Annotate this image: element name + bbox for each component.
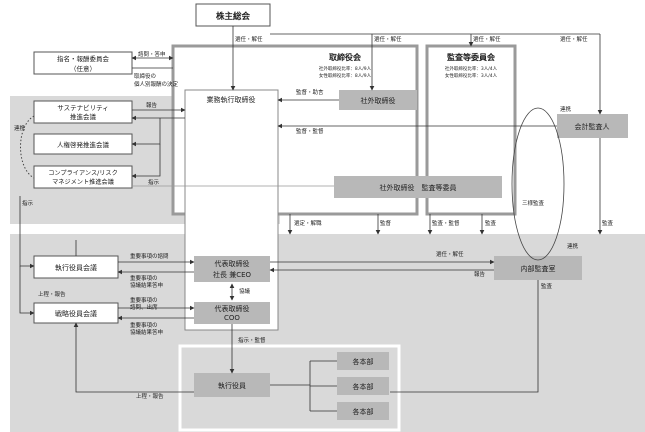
board-title: 取締役会: [329, 52, 361, 62]
sanyou-audit-ellipse: [511, 107, 565, 261]
label-report-up2: 上程・報告: [136, 392, 164, 400]
dept-box-3: [337, 402, 389, 420]
label-report-2: 報告: [474, 270, 486, 278]
coo-label-2: COO: [224, 314, 240, 322]
dept-label-2: 各本部: [353, 382, 374, 391]
edge-exec-comp: [131, 144, 161, 179]
ceo-label-1: 代表取締役: [215, 259, 250, 268]
accounting-auditor-box: [557, 114, 628, 138]
edge-left-down2: [19, 266, 35, 316]
dept-label-1: 各本部: [353, 357, 374, 366]
accounting-auditor-label: 会計監査人: [575, 122, 610, 131]
label-report-1: 報告: [146, 101, 158, 109]
label-important-result2-2: 協議結果答申: [130, 328, 163, 336]
ceo-box: [194, 256, 270, 282]
label-elect-2: 選任・解任: [374, 35, 402, 43]
audit-committee-title: 監査等委員会: [447, 52, 495, 62]
internal-audit-label: 内部監査室: [521, 264, 556, 273]
coo-label-1: 代表取締役: [215, 304, 250, 313]
nomination-box: [33, 51, 133, 75]
compliance-label-1: コンプライアンス/リスク: [48, 170, 118, 177]
label-supervise-advise: 監督・助言: [296, 88, 324, 96]
strategy-meeting-label: 戦略役員会議: [55, 309, 97, 318]
label-candidates-1: 取締役の: [134, 72, 156, 80]
exec-officers-meeting-label: 執行役員会議: [55, 263, 97, 272]
sustainability-label-1: サステナビリティ: [57, 103, 108, 112]
connector-lines: [19, 26, 603, 412]
shareholders-label: 株主総会: [216, 11, 251, 22]
label-instruct-supervise: 指示・監督: [238, 336, 266, 344]
label-important-result-1: 重要事項の: [130, 274, 158, 282]
label-audit-4: 監査: [541, 282, 553, 290]
label-audit-2: 監査: [485, 219, 497, 227]
label-important-result-2: 協議結果答申: [130, 281, 163, 289]
label-important-result2-1: 重要事項の: [130, 321, 158, 329]
business-exec-director-label: 業務執行取締役: [207, 95, 256, 104]
label-elect-4: 選任・解任: [560, 35, 588, 43]
label-report-up: 上程・報告: [38, 290, 66, 298]
business-exec-director-box: [184, 89, 279, 331]
label-important-consult: 重要事項の諮問: [130, 252, 169, 260]
label-collab-right2: 連携: [567, 242, 579, 250]
outside-director-label: 社外取締役: [361, 96, 396, 105]
board-ratio-1: 社外取締役比率：8人/9人: [319, 65, 372, 72]
ceo-label-2: 社長 兼CEO: [213, 270, 252, 279]
label-instruct-1: 指示: [148, 178, 160, 186]
label-collab-left: 連携: [14, 124, 26, 132]
outside-director-box: [339, 90, 417, 110]
label-audit-supervise: 監査・監督: [432, 219, 460, 227]
label-consult: 諮問・答申: [138, 50, 166, 58]
label-audit-1: 監督: [380, 219, 392, 227]
compliance-label-2: マネジメント推進会議: [52, 178, 114, 186]
nomination-label-2: （任意）: [70, 64, 96, 73]
dept-box-2: [337, 377, 389, 395]
execution-frame: [178, 344, 401, 432]
nomination-label-1: 指名・報酬委員会: [57, 54, 110, 63]
audit-ratio-1: 社外取締役比率：3人/4人: [445, 65, 498, 72]
edge-officer-strategy: [73, 322, 194, 393]
label-important-consult2-2: 諮問、出席: [130, 303, 158, 311]
label-elect-1: 選任・解任: [235, 35, 263, 43]
label-important-consult2-1: 重要事項の: [130, 296, 158, 304]
dept-label-3: 各本部: [353, 407, 374, 416]
collab-dotted-curve: [20, 115, 35, 179]
label-elect-3: 選任・解任: [473, 35, 501, 43]
audit-ratio-2: 女性取締役比率：3人/4人: [445, 72, 498, 79]
edge-internal-down: [390, 280, 539, 393]
human-rights-label: 人権啓発推進会議: [57, 140, 110, 149]
label-instruct-2: 指示: [22, 199, 34, 207]
board-ratio-2: 女性取締役比率：8人/9人: [319, 72, 372, 79]
exec-officer-box: [194, 373, 270, 397]
label-collab-right: 連携: [560, 105, 572, 113]
sustainability-box: [33, 100, 133, 124]
outside-audit-member-box: [334, 176, 502, 198]
label-candidates-2: 個人別報酬の決定: [134, 80, 179, 88]
coo-box: [194, 302, 270, 324]
label-supervise-audit: 監督・監督: [296, 127, 324, 135]
label-selection: 選定・解職: [294, 219, 322, 227]
dept-box-1: [337, 352, 389, 370]
label-sanyou-audit: 三様監査: [522, 199, 545, 207]
edge-officer-depts: [270, 360, 337, 412]
exec-officer-label: 執行役員: [218, 381, 246, 390]
outside-audit-member-label: 社外取締役 監査等委員: [380, 183, 457, 192]
label-elect-5: 選任・解任: [436, 250, 464, 258]
label-audit-3: 監査: [602, 219, 614, 227]
label-discussion: 協議: [239, 287, 251, 295]
sustainability-label-2: 推進会議: [70, 112, 97, 121]
